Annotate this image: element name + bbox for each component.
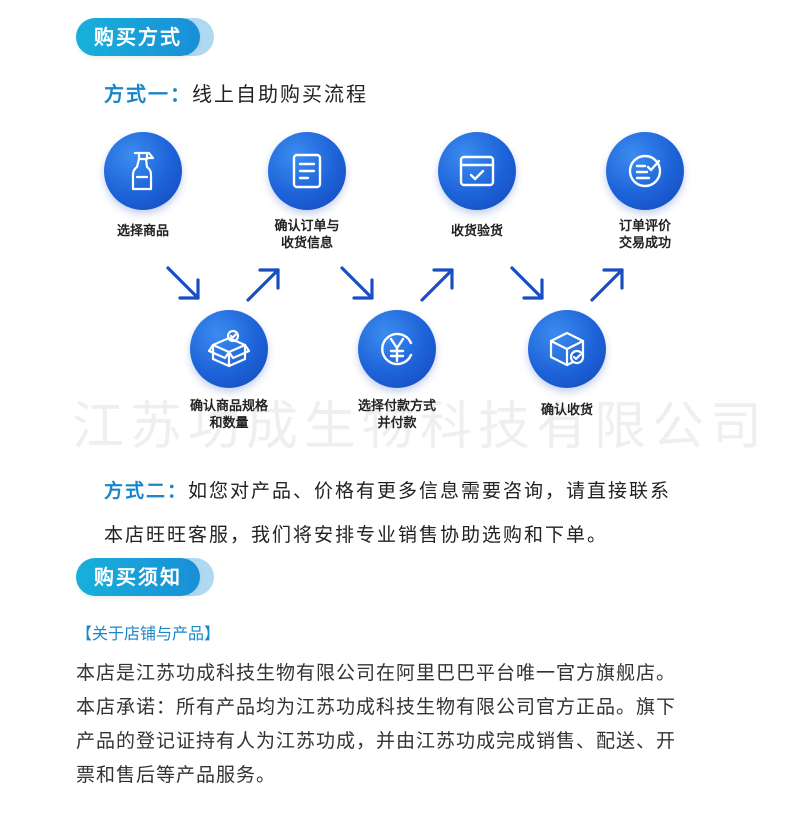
section-title-purchase-notice: 购买须知 [76,558,214,596]
step-select-product [104,132,182,210]
step-confirm-receipt [528,310,606,388]
section-title-text: 购买方式 [94,25,182,49]
notice-line: 本店承诺：所有产品均为江苏功成科技生物有限公司官方正品。旗下 [76,696,677,718]
section-title-purchase-method: 购买方式 [76,18,214,56]
method-one-text: 线上自助购买流程 [192,82,368,106]
step-label: 确认商品规格 和数量 [189,399,268,431]
step-confirm-specs [190,310,268,388]
arrow-up-right-icon [420,268,454,302]
notice-line: 本店是江苏功成科技生物有限公司在阿里巴巴平台唯一官方旗舰店。 [76,662,677,684]
checklist-icon [628,154,662,188]
arrow-down-right-icon [340,266,374,300]
step-label: 订单评价 交易成功 [618,219,671,251]
notice-line: 产品的登记证持有人为江苏功成，并由江苏功成完成销售、配送、开 [76,730,677,752]
method-two-label: 方式二： [104,480,189,502]
step-payment [358,310,436,388]
step-label: 确认收货 [540,403,593,418]
spray-bottle-icon [131,151,155,191]
arrow-up-right-icon [590,268,624,302]
step-label: 确认订单与 收货信息 [274,219,340,251]
yen-icon [381,332,413,366]
notice-tag: 【关于店铺与产品】 [76,624,221,643]
arrow-up-right-icon [246,268,280,302]
pill-tail [186,558,214,596]
step-label: 选择商品 [116,224,169,239]
step-inspect-goods [438,132,516,210]
method-one-heading: 方式一：线上自助购买流程 [104,78,368,107]
pill-tail [186,18,214,56]
step-label: 选择付款方式 并付款 [357,399,436,431]
arrow-down-right-icon [166,266,200,300]
document-icon [292,153,322,189]
step-label: 收货验货 [450,224,503,239]
step-review-complete [606,132,684,210]
inbox-check-icon [459,155,495,187]
section-title-text: 购买须知 [94,565,182,589]
open-box-icon [207,329,251,368]
method-two-line1: 方式二：如您对产品、价格有更多信息需要咨询，请直接联系 [104,476,671,503]
notice-line: 票和售后等产品服务。 [76,764,277,786]
box-check-icon [549,331,585,367]
step-confirm-order [268,132,346,210]
method-two-text: 如您对产品、价格有更多信息需要咨询，请直接联系 [188,480,672,502]
method-two-line2: 本店旺旺客服，我们将安排专业销售协助选购和下单。 [104,524,609,546]
method-one-label: 方式一： [104,82,192,106]
company-watermark: 江苏功成生物科技有限公司 [72,397,769,457]
arrow-down-right-icon [510,266,544,300]
